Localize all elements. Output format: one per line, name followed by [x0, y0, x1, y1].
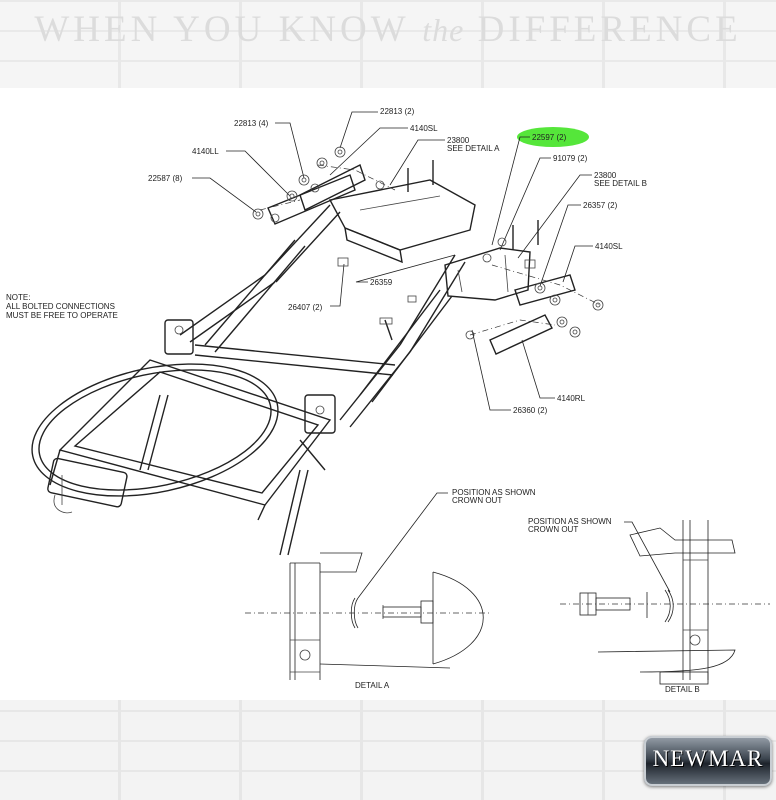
note-line-2: MUST BE FREE TO OPERATE — [6, 311, 118, 320]
detail-a: POSITION AS SHOWN CROWN OUT DETAIL A — [245, 488, 536, 690]
callout-23800-a-note: SEE DETAIL A — [447, 144, 500, 153]
leader-lines — [192, 111, 593, 411]
callout-23800-b-note: SEE DETAIL B — [594, 179, 647, 188]
callout-4140sl-right: 4140SL — [595, 242, 623, 251]
callout-23800-b: 23800 — [594, 171, 617, 180]
callout-22813-4: 22813 (4) — [234, 119, 269, 128]
exploded-hardware — [252, 146, 604, 340]
frame-assembly — [31, 160, 576, 556]
callout-91079: 91079 (2) — [553, 154, 588, 163]
detail-a-position-line-1: POSITION AS SHOWN — [452, 488, 536, 497]
parts-diagram: NOTE: ALL BOLTED CONNECTIONS MUST BE FRE… — [6, 107, 770, 694]
banner-slogan: WHEN YOU KNOW the DIFFERENCE — [34, 9, 742, 50]
note-line-1: ALL BOLTED CONNECTIONS — [6, 302, 115, 311]
brick-wall-top — [0, 0, 776, 90]
detail-a-position-line-2: CROWN OUT — [452, 496, 502, 505]
callout-23800-a: 23800 — [447, 136, 470, 145]
detail-b-position-line-1: POSITION AS SHOWN — [528, 517, 612, 526]
callout-highlight — [517, 127, 589, 147]
note-title: NOTE: — [6, 293, 30, 302]
callout-4140sl-top: 4140SL — [410, 124, 438, 133]
detail-b: POSITION AS SHOWN CROWN OUT DETAIL B — [528, 517, 770, 694]
detail-b-position-line-2: CROWN OUT — [528, 525, 578, 534]
callout-26359: 26359 — [370, 278, 393, 287]
newmar-logo: NEWMAR — [644, 736, 772, 786]
detail-a-label: DETAIL A — [355, 681, 390, 690]
diagram-sheet: NOTE: ALL BOLTED CONNECTIONS MUST BE FRE… — [0, 88, 776, 700]
callout-4140ll: 4140LL — [192, 147, 219, 156]
callout-22597: 22597 (2) — [532, 133, 567, 142]
callout-22587: 22587 (8) — [148, 174, 183, 183]
callout-22813-2: 22813 (2) — [380, 107, 415, 116]
callout-4140rl: 4140RL — [557, 394, 586, 403]
callout-26407: 26407 (2) — [288, 303, 323, 312]
detail-b-label: DETAIL B — [665, 685, 700, 694]
callout-26357: 26357 (2) — [583, 201, 618, 210]
callout-26360: 26360 (2) — [513, 406, 548, 415]
